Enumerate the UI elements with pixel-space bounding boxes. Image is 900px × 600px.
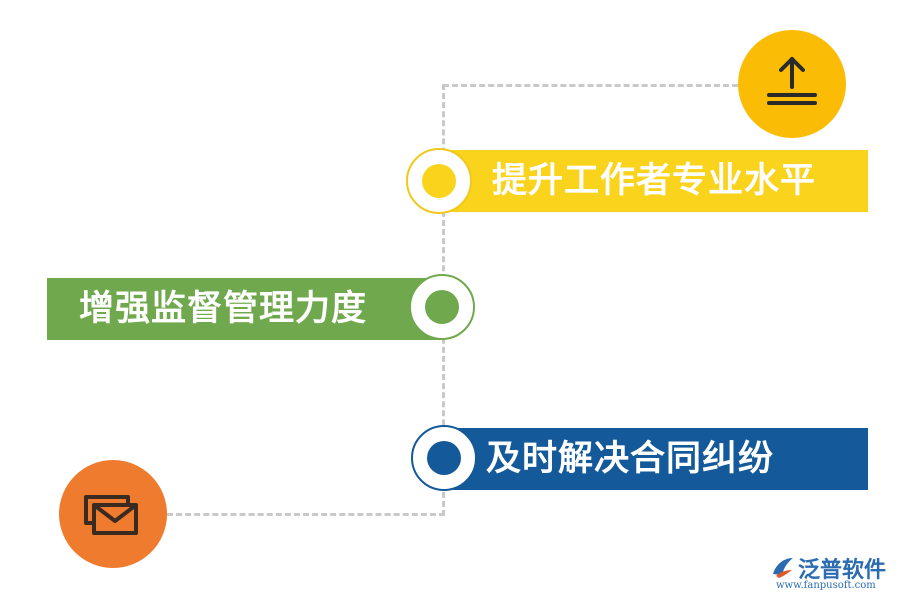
item-banner-2: 增强监督管理力度 [47,278,442,340]
fanpu-logo-icon [773,558,793,578]
timeline-node-3 [411,425,477,491]
logo-name: 泛普软件 [798,558,887,583]
item-label-2: 增强监督管理力度 [79,289,368,329]
timeline-node-2 [409,274,475,340]
item-banner-3: 及时解决合同纠纷 [440,428,868,490]
brand-logo: 泛普软件 www.fanpusoft.com [770,552,892,596]
upload-icon-circle [738,30,846,138]
item-label-1: 提升工作者专业水平 [492,161,817,201]
connector-bottom [167,513,445,516]
mail-icon [84,495,138,535]
connector-top [443,84,738,87]
item-label-3: 及时解决合同纠纷 [486,439,775,479]
timeline-node-dot-3 [427,441,461,475]
timeline-node-1 [406,148,472,214]
mail-icon-circle [59,460,167,568]
logo-url: www.fanpusoft.com [776,580,876,591]
item-banner-1: 提升工作者专业水平 [440,150,868,212]
timeline-node-dot-1 [422,164,456,198]
timeline-node-dot-2 [425,290,459,324]
upload-icon [767,57,817,105]
